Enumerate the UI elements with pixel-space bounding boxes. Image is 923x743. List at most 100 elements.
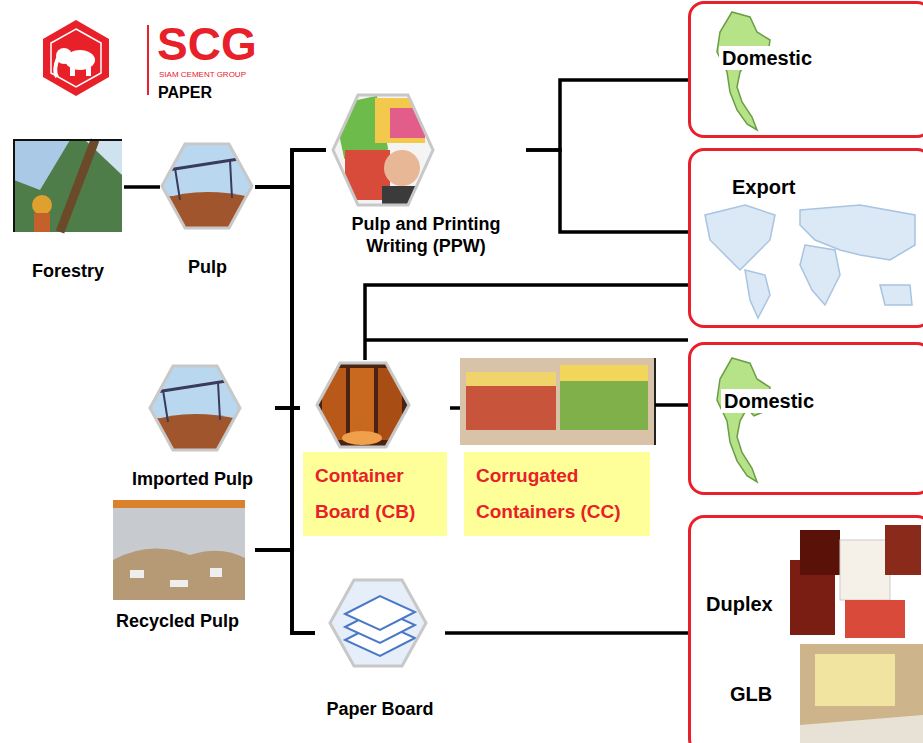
node-label: Paper Board — [315, 698, 445, 720]
paper-board-icon — [328, 578, 428, 668]
container-board-icon — [350, 368, 374, 440]
text-holder: Pulp — [160, 256, 255, 278]
forestry-photo — [14, 140, 122, 232]
container-board-icon — [342, 431, 382, 445]
node-label: Domestic — [721, 389, 817, 413]
pulp-icon — [162, 144, 252, 228]
connector — [526, 80, 688, 150]
recycled-pulp-photo — [210, 568, 222, 577]
recycled-pulp-photo — [113, 549, 245, 600]
forestry-photo — [14, 140, 122, 232]
recycled-pulp-photo — [170, 580, 188, 587]
connector — [445, 631, 688, 635]
container-board-icon — [315, 360, 411, 450]
text-holder: Domestic — [719, 46, 815, 70]
glb-photo — [800, 644, 923, 743]
paper-board-icon — [330, 580, 426, 666]
connector-line — [365, 338, 688, 342]
text-holder: Recycled Pulp — [100, 610, 255, 632]
scg-logo — [86, 64, 91, 76]
corrugated-photo — [466, 372, 556, 386]
thailand-map — [717, 358, 770, 482]
duplex-photo — [845, 600, 905, 638]
text-holder: GLB — [727, 682, 775, 706]
recycled-pulp-photo — [113, 500, 245, 600]
product-node: Container Board (CB) — [300, 360, 450, 544]
duplex-photo — [790, 525, 921, 638]
pulp-icon — [160, 140, 255, 235]
scg-logo — [55, 58, 58, 77]
product-node: Paper Board — [315, 578, 445, 728]
text-holder: Forestry — [12, 260, 124, 282]
duplex-photo — [800, 530, 840, 575]
connector — [124, 185, 160, 189]
corrugated-photo — [460, 358, 655, 445]
highlight-label: Container Board (CB) — [303, 452, 447, 536]
text-holder: Duplex — [703, 592, 776, 616]
glb-photo — [815, 654, 895, 706]
ppw-icon — [330, 93, 436, 208]
text-holder: Container Board (CB) — [303, 452, 447, 536]
text-holder: Domestic — [721, 389, 817, 413]
connector — [275, 150, 326, 408]
text-holder: Paper Board — [315, 698, 445, 720]
scg-logo — [43, 20, 148, 96]
glb-photo — [800, 715, 923, 743]
pulp-icon — [175, 160, 232, 200]
thailand-map — [717, 12, 770, 130]
paper-board-icon — [328, 578, 428, 668]
text-holder: Export — [729, 175, 798, 199]
node-label: Pulp and Printing Writing (PPW) — [326, 213, 526, 257]
logo-division: PAPER — [158, 84, 212, 102]
container-board-icon — [322, 368, 346, 440]
logo-subtitle: SIAM CEMENT GROUP — [159, 70, 246, 79]
market-box: DuplexGLB — [688, 515, 923, 743]
scg-logo — [70, 64, 75, 76]
ppw-icon — [384, 150, 420, 186]
text-holder: SCG — [157, 20, 257, 68]
highlight-label: Corrugated Containers (CC) — [464, 452, 650, 536]
connector — [255, 408, 300, 550]
source-node: Recycled Pulp — [100, 498, 255, 640]
recycled-pulp-photo — [113, 500, 245, 508]
market-box: Domestic — [688, 1, 923, 138]
forestry-photo — [34, 213, 50, 232]
node-label: Export — [729, 175, 798, 199]
source-node: Pulp — [160, 140, 255, 286]
text-holder: Imported Pulp — [110, 468, 275, 490]
forestry-photo — [60, 140, 95, 232]
scg-logo — [147, 25, 149, 95]
forestry-photo — [14, 140, 70, 190]
text-holder: Corrugated Containers (CC) — [464, 452, 650, 536]
forestry-photo — [32, 195, 52, 215]
node-label: Recycled Pulp — [100, 610, 255, 632]
market-box: Export — [688, 148, 923, 328]
product-node: Corrugated Containers (CC) — [460, 355, 655, 544]
ppw-icon — [330, 93, 436, 208]
node-label: Imported Pulp — [110, 468, 275, 490]
world-map — [800, 245, 840, 305]
connector — [255, 187, 315, 633]
forestry-photo — [14, 140, 122, 232]
world-map — [745, 270, 770, 318]
source-node: Imported Pulp — [110, 362, 275, 498]
imported-pulp-icon — [148, 362, 243, 458]
corrugated-photo — [466, 372, 556, 430]
corrugated-photo — [654, 358, 656, 445]
corrugated-photo — [560, 365, 648, 430]
connector — [655, 403, 688, 407]
scg-logo — [43, 20, 109, 96]
container-board-icon — [315, 360, 411, 450]
recycled-pulp-photo — [130, 570, 144, 578]
glb-photo — [800, 644, 923, 743]
market-box: Domestic — [688, 342, 923, 495]
ppw-icon — [330, 93, 436, 208]
text-holder: Pulp and Printing Writing (PPW) — [326, 213, 526, 257]
pulp-icon — [168, 158, 245, 170]
connector — [526, 150, 688, 232]
node-label: Domestic — [719, 46, 815, 70]
recycled-pulp-photo — [113, 500, 245, 600]
pulp-icon — [160, 140, 255, 236]
corrugated-photo — [560, 365, 648, 381]
duplex-photo — [840, 540, 890, 600]
